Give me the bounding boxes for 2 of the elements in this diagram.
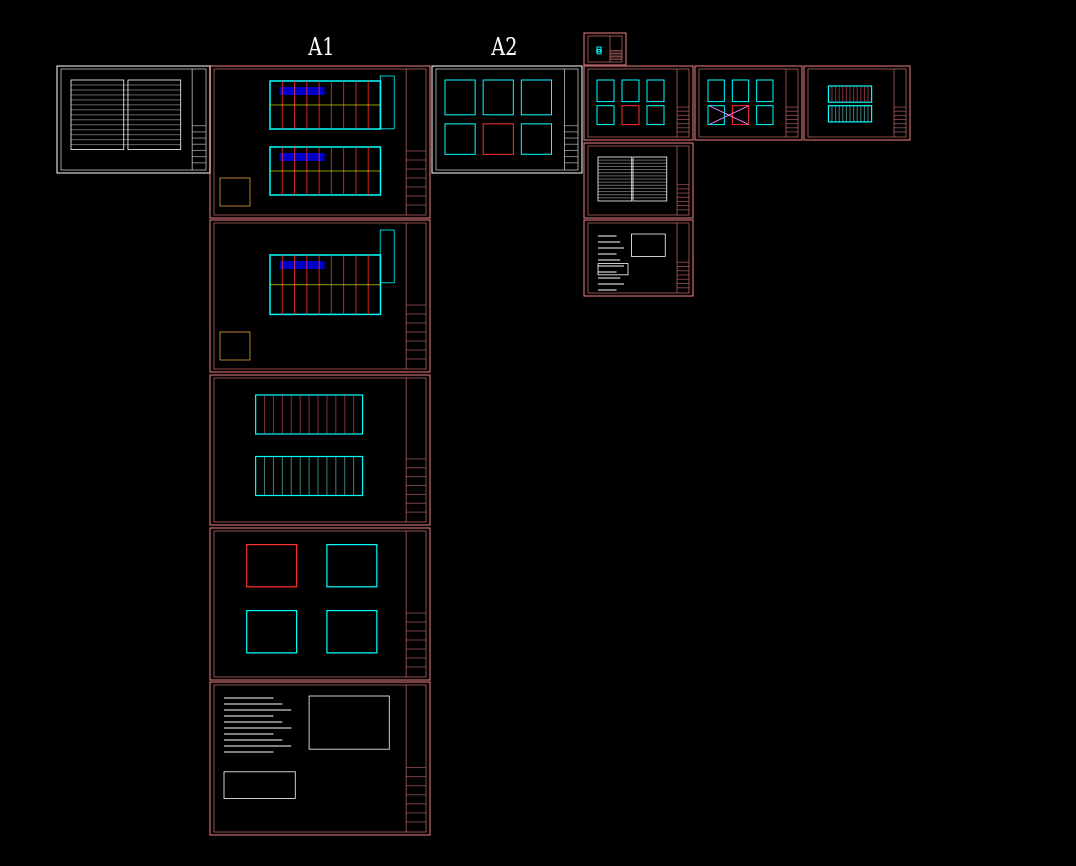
sheet-label: A1 — [308, 34, 335, 60]
sheet-label: A2 — [491, 34, 518, 60]
